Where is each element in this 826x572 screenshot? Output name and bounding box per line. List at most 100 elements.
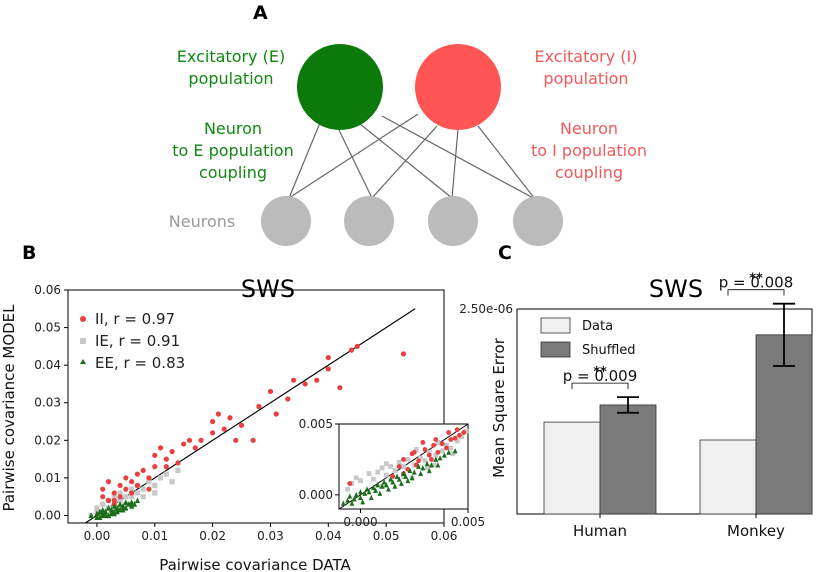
point-ii [210, 430, 216, 436]
point-ii [221, 426, 227, 432]
inset-point-ee [353, 491, 359, 498]
inset-point-ie [424, 465, 430, 471]
inset-x-tick-label: 0.000 [343, 515, 377, 529]
inset-point-ee [437, 455, 443, 461]
inset-point-ii [390, 474, 396, 479]
inset-point-ie [375, 469, 381, 475]
point-ii [134, 471, 141, 477]
inset-point-ee [452, 448, 458, 454]
inset-point-ee [394, 473, 400, 479]
point-ii [238, 422, 245, 428]
point-ee [114, 504, 120, 511]
inset-point-ii [401, 457, 406, 462]
inset-point-ee [373, 487, 378, 493]
point-ee [94, 510, 100, 517]
point-ie [140, 494, 146, 500]
panel-a-letter: A [253, 2, 268, 24]
panel-b-letter: B [22, 242, 36, 264]
point-ii [163, 464, 169, 470]
point-ie [111, 494, 117, 500]
point-ee [103, 512, 109, 519]
inset-point-ii [416, 458, 421, 464]
inset-point-ii [461, 430, 467, 435]
inset-point-ii [429, 457, 434, 462]
inset-point-ii [347, 481, 353, 486]
neuron-node-2 [344, 196, 394, 246]
point-ie [123, 494, 129, 500]
x-tick-label: 0.05 [373, 529, 400, 543]
neuron-node-4 [513, 196, 563, 246]
point-ii [100, 486, 106, 492]
inset-point-ie [388, 464, 393, 469]
x-tick-label: 0.02 [199, 529, 226, 543]
point-ie [129, 494, 135, 500]
point-ii [291, 377, 297, 383]
point-ii [273, 411, 279, 417]
point-ee [100, 510, 106, 517]
neuron-node-1 [261, 196, 311, 246]
bar-x-tick-label: Human [573, 522, 627, 540]
significance-bracket-monkey [727, 289, 785, 296]
inset-point-ee [405, 477, 411, 484]
x-tick-label: 0.03 [257, 529, 284, 543]
inset-point-ee [362, 490, 368, 496]
point-ie [134, 490, 141, 496]
scatter-y-axis-title: Pairwise covariance MODEL [0, 304, 18, 512]
point-ee [129, 502, 135, 509]
point-ii [267, 388, 274, 395]
inset-point-ee [379, 483, 385, 489]
bar-series [543, 302, 813, 515]
y-tick-label: 0.00 [34, 508, 61, 522]
inset-point-ie [401, 464, 406, 469]
inset-point-ie [450, 451, 456, 457]
bar-data-human [543, 421, 601, 515]
p-value-human: p = 0.009 [563, 367, 638, 385]
e-population-label-line1: Excitatory (E) [177, 47, 285, 66]
inset-point-ii [446, 430, 452, 435]
legend-swatch-shuffled [540, 341, 571, 358]
legend-label-data: Data [582, 319, 613, 334]
i-coupling-label-line3: coupling [555, 163, 623, 182]
x-tick-label: 0.01 [141, 529, 168, 543]
point-ii [152, 452, 158, 458]
inset-point-ie [448, 445, 454, 451]
point-ee [123, 504, 129, 511]
point-ie [175, 467, 181, 473]
point-ee [105, 504, 112, 511]
y-tick-label: 0.04 [34, 358, 61, 372]
point-ii [129, 479, 135, 485]
point-ie [117, 490, 123, 496]
inset-point-ee [409, 474, 415, 481]
point-ie [163, 471, 169, 477]
inset-point-ie [422, 458, 428, 464]
inset-point-ee [390, 479, 396, 485]
edge-i-n4 [477, 125, 536, 200]
point-ii [186, 437, 193, 443]
scatter-axes-frame [67, 289, 445, 524]
inset-point-ii [396, 464, 402, 469]
inset-points [340, 427, 469, 506]
inset-point-ie [405, 457, 411, 462]
inset-point-ee [401, 470, 406, 476]
edge-i-n3 [451, 128, 459, 199]
edge-i-n1 [288, 113, 419, 199]
y-tick-label: 0.02 [34, 433, 61, 447]
point-ee [129, 499, 135, 505]
inset-point-ie [459, 434, 464, 440]
inset-point-ee [407, 467, 413, 474]
inset-point-ie [392, 468, 398, 474]
inset-point-ie [414, 447, 419, 452]
inset-point-ii [431, 442, 436, 448]
point-ie [146, 479, 152, 485]
inset-point-ii [454, 427, 460, 433]
inset-point-ee [349, 500, 355, 506]
point-ii [348, 347, 355, 353]
y-tick-label: 0.01 [34, 471, 61, 485]
scatter-points [88, 343, 407, 520]
significance-stars-monkey: ** [749, 272, 763, 287]
point-ii [123, 475, 129, 481]
legend-marker-ee [80, 359, 86, 364]
point-ie [94, 505, 100, 511]
e-coupling-label-line1: Neuron [204, 119, 262, 138]
